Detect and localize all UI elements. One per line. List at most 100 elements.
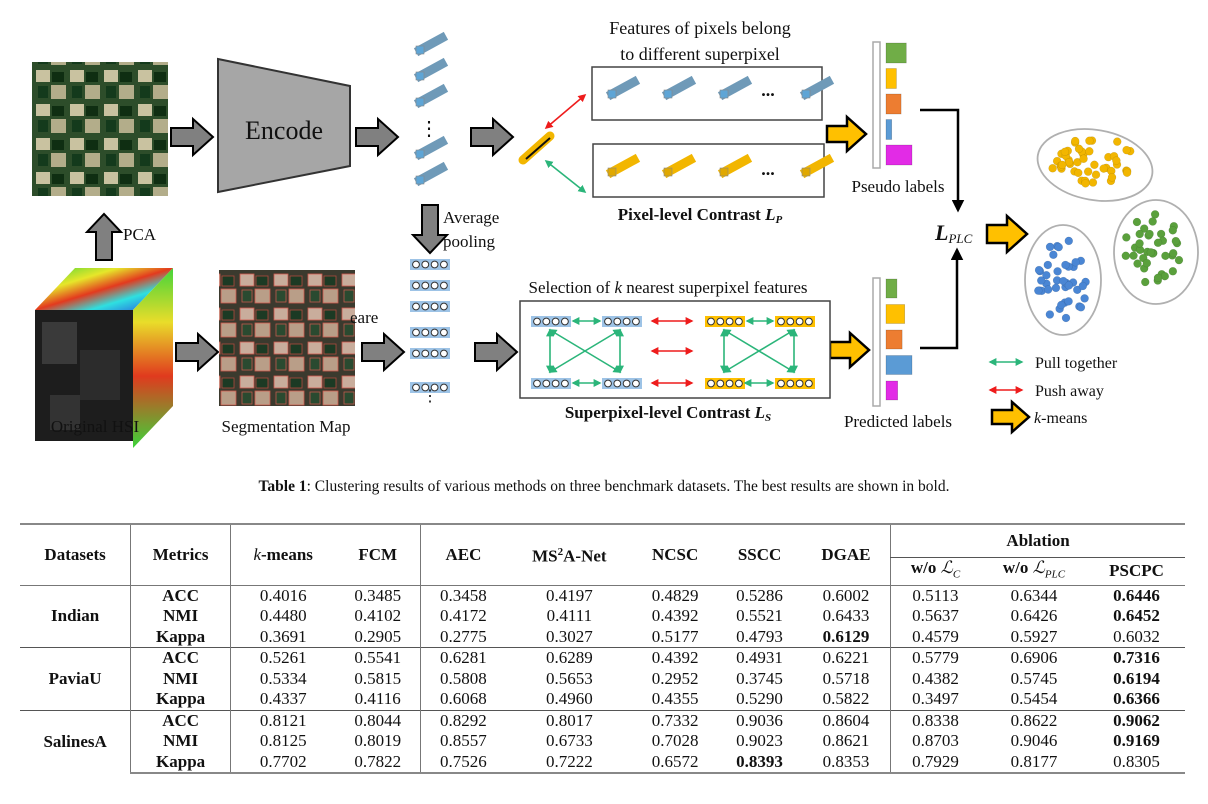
value-cell: 0.5454 xyxy=(1010,689,1058,709)
cluster-points xyxy=(1034,136,1184,323)
cluster-point-yellow xyxy=(1074,168,1083,178)
positive-pixel-features xyxy=(605,153,835,179)
metric-name: ACC xyxy=(130,647,231,669)
pseudo-labels-caption: Pseudo labels xyxy=(851,177,944,196)
pixel-feature-icon xyxy=(717,75,753,101)
cluster-point-blue xyxy=(1064,236,1074,246)
superpixel-feature-icon xyxy=(602,378,642,389)
arrow-icon xyxy=(474,331,519,373)
value-cell: 0.7222 xyxy=(505,751,633,775)
value-cell: 0.4197 xyxy=(505,584,633,607)
cluster-point-yellow xyxy=(1083,167,1093,176)
value-cell: 0.5808 xyxy=(420,668,506,690)
cluster-point-blue xyxy=(1042,270,1051,280)
pull-together-arrow xyxy=(548,329,622,373)
col-header-metrics: Metrics xyxy=(130,522,231,586)
pull-together-arrow xyxy=(544,160,587,193)
vdots-icon: ⋮ xyxy=(422,388,438,405)
cluster-point-green xyxy=(1129,251,1138,260)
cluster-point-green xyxy=(1139,224,1149,233)
superpixel-feature-icon xyxy=(775,316,815,327)
encoder-block: Encode xyxy=(217,57,351,194)
ellipsis-icon: ... xyxy=(761,80,775,100)
cluster-point-green xyxy=(1171,236,1181,246)
pixel-feature-icon xyxy=(605,75,641,101)
metric-name: NMI xyxy=(130,731,231,752)
superpixel-feature-icon xyxy=(602,316,642,327)
predicted-label-bars xyxy=(885,278,913,401)
cluster-point-blue xyxy=(1080,294,1089,303)
value-cell: 0.2952 xyxy=(651,668,699,688)
value-cell: 0.5541 xyxy=(335,647,421,669)
superpixel-feature-icon xyxy=(410,259,450,270)
arrow-icon xyxy=(170,116,215,158)
value-cell: 0.7028 xyxy=(651,731,699,751)
superpixel-contrast-label: Superpixel-level Contrast LS xyxy=(565,403,771,424)
arrow-icon xyxy=(470,116,515,158)
value-cell: 0.6032 xyxy=(1113,626,1160,646)
cluster-point-yellow xyxy=(1113,137,1122,146)
value-cell: 0.6221 xyxy=(801,647,891,669)
value-cell: 0.6733 xyxy=(545,731,593,751)
value-cell: 0.7332 xyxy=(632,709,718,732)
cluster-point-yellow xyxy=(1088,178,1098,187)
superpixel-feature-icon xyxy=(410,327,450,338)
value-cell: 0.7316 xyxy=(1088,647,1185,669)
negative-pixels-box xyxy=(591,66,823,121)
cluster-point-blue xyxy=(1051,283,1061,293)
value-cell: 0.8621 xyxy=(822,731,870,751)
pseudo-to-loss-connector xyxy=(920,108,965,213)
value-cell: 0.8338 xyxy=(890,709,980,732)
pixel-feature-icon xyxy=(413,31,449,57)
value-cell: 0.8017 xyxy=(505,709,633,732)
value-cell: 0.8292 xyxy=(420,709,506,732)
cluster-point-blue xyxy=(1054,242,1063,252)
push-away-arrow xyxy=(544,93,587,130)
cluster-point-green xyxy=(1148,217,1157,226)
value-cell: 0.6426 xyxy=(1010,606,1058,626)
value-cell: 0.5521 xyxy=(736,606,783,626)
value-cell: 0.4392 xyxy=(632,647,718,669)
value-cell: 0.5286 xyxy=(717,584,802,607)
superpixel-feature-icon xyxy=(531,316,571,327)
cluster-point-green xyxy=(1146,248,1156,257)
cluster-point-yellow xyxy=(1057,160,1067,170)
value-cell: 0.6572 xyxy=(632,751,718,775)
value-cell: 0.6446 xyxy=(1088,584,1185,607)
table-caption-label: Table 1 xyxy=(258,478,307,495)
value-cell: 0.7929 xyxy=(890,751,980,775)
pixel-feature-icon xyxy=(661,75,697,101)
value-cell: 0.8019 xyxy=(354,731,402,751)
value-cell: 0.5334 xyxy=(230,668,336,690)
value-cell: 0.8305 xyxy=(1088,751,1185,775)
superpixel-feature-icon xyxy=(410,382,450,393)
value-cell: 0.3485 xyxy=(335,584,421,607)
pixel-feature-column xyxy=(413,31,449,187)
pixel-feature-icon xyxy=(413,83,449,109)
superpixel-feature-icon xyxy=(410,280,450,291)
predicted-labels-frame xyxy=(872,277,881,407)
value-cell: 0.7526 xyxy=(420,751,506,775)
value-cell: 0.5177 xyxy=(651,626,699,646)
cluster-point-green xyxy=(1132,217,1142,227)
cluster-point-green xyxy=(1150,210,1160,219)
value-cell: 0.9062 xyxy=(1088,709,1185,732)
label-bar xyxy=(885,93,902,115)
cluster-point-green xyxy=(1169,248,1178,258)
value-cell: 0.6452 xyxy=(1113,606,1160,626)
metric-name: ACC xyxy=(130,709,231,732)
cluster-point-green xyxy=(1135,239,1144,248)
table-caption-text: : Clustering results of various methods … xyxy=(306,478,950,495)
value-cell: 0.8604 xyxy=(801,709,891,732)
superpixel-feature-icon xyxy=(705,378,745,389)
metric-name: Kappa xyxy=(130,689,231,711)
value-cell: 0.8177 xyxy=(979,751,1089,775)
value-cell: 0.9023 xyxy=(736,731,783,751)
loss-plc-label: LPLC xyxy=(934,220,973,246)
pca-arrow-icon xyxy=(84,212,124,261)
value-cell: 0.6433 xyxy=(822,606,870,626)
col-header-ms2anet: MS2A-Net xyxy=(505,522,633,586)
